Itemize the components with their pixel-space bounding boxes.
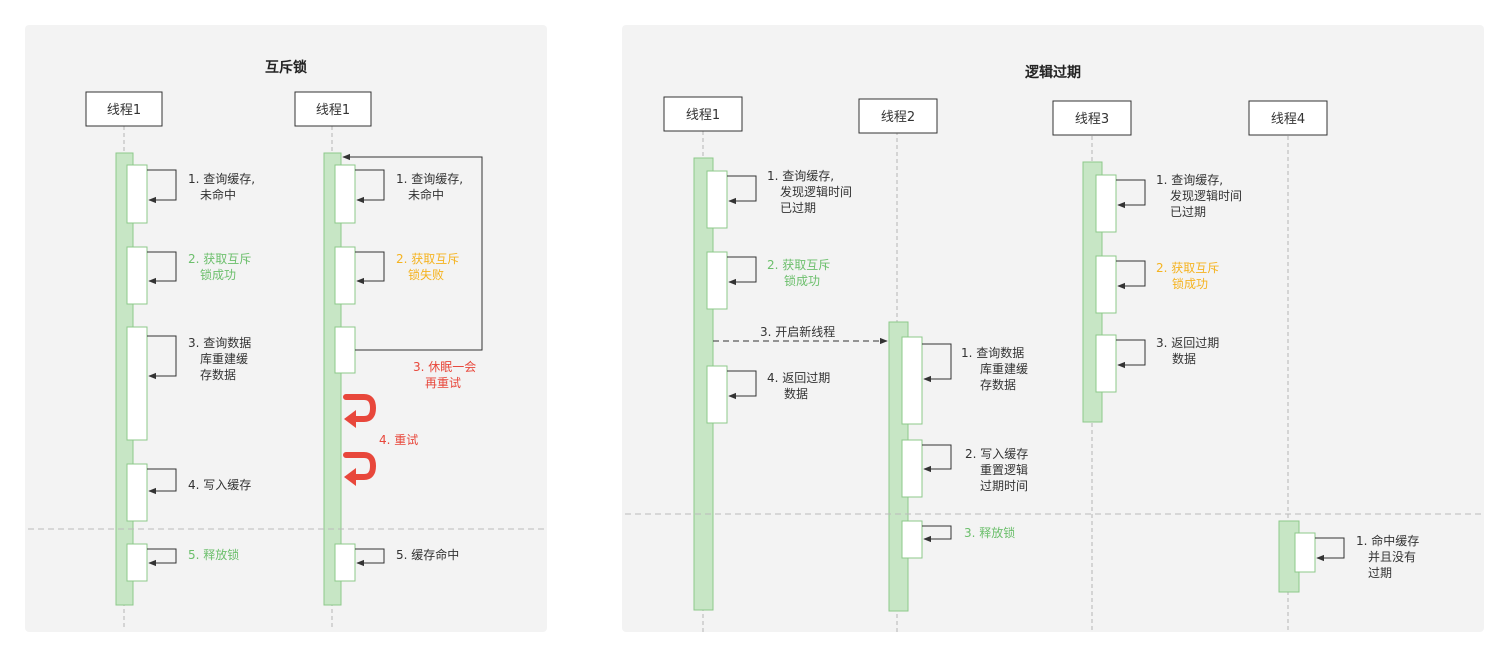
step-label: 3. 开启新线程 [760,324,835,339]
step-label: 2. 写入缓存 重置逻辑 过期时间 [965,447,1032,493]
left-title: 互斥锁 [265,59,307,76]
step-label: 1. 命中缓存 并且没有 过期 [1356,533,1423,580]
step-box [334,246,356,305]
self-arrow [1315,537,1345,562]
step-label: 1. 查询缓存, 未命中 [188,172,259,202]
step-box [1095,174,1117,233]
step-label: 1. 查询缓存, 发现逻辑时间 已过期 [767,169,856,215]
step-box [126,164,148,224]
step-label: 2. 获取互斥 锁成功 [1156,261,1223,291]
step-label: 3. 查询数据 库重建缓 存数据 [188,335,255,382]
step-label: 2. 获取互斥 锁失败 [396,252,463,282]
thread-box: 线程2 [858,98,938,134]
step-box [706,365,728,424]
step-label: 1. 查询数据 库重建缓 存数据 [961,345,1032,392]
thread-box: 线程1 [663,96,743,132]
step-label: 3. 休眠一会 再重试 [413,360,480,390]
step-label: 5. 缓存命中 [396,547,459,562]
self-arrow [922,444,952,473]
step-box [126,543,148,582]
step-box [334,326,356,374]
self-arrow [147,335,177,380]
step-label: 2. 获取互斥 锁成功 [767,258,834,288]
svg-text:线程1: 线程1 [316,103,350,118]
step-label: 4. 写入缓存 [188,478,251,492]
self-arrow [727,256,757,286]
step-box [706,251,728,310]
step-label: 1. 查询缓存, 未命中 [396,172,467,202]
step-label: 4. 返回过期 数据 [767,371,834,401]
self-arrow [147,169,177,204]
thread-box: 线程1 [294,91,372,127]
step-box [1095,334,1117,393]
step-label: 3. 释放锁 [964,525,1015,540]
thread-box: 线程1 [85,91,163,127]
loop-back-arrow [342,153,483,351]
self-arrow [355,548,385,567]
svg-text:线程3: 线程3 [1075,112,1109,127]
left-panel [25,25,547,632]
self-arrow [355,169,385,204]
self-arrow [922,343,952,383]
step-box [334,543,356,582]
step-box [126,246,148,305]
self-arrow [1116,260,1146,290]
step-label: 5. 释放锁 [188,547,239,562]
self-arrow [147,468,177,495]
self-arrow [1116,339,1146,369]
svg-text:线程4: 线程4 [1271,112,1305,127]
retry-icon [343,452,377,486]
self-arrow [147,251,177,285]
step-label: 1. 查询缓存, 发现逻辑时间 已过期 [1156,173,1246,219]
step-label: 2. 获取互斥 锁成功 [188,252,255,282]
step-box [901,336,923,425]
step-box [706,170,728,229]
thread-box: 线程4 [1248,100,1328,136]
retry-icon [343,394,377,428]
step-label: 4. 重试 [379,432,418,447]
self-arrow [1116,179,1146,209]
step-box [126,463,148,522]
self-arrow [147,548,177,567]
step-box [901,520,923,559]
thread-box: 线程3 [1052,100,1132,136]
svg-text:线程1: 线程1 [686,108,720,123]
step-box [1095,255,1117,314]
right-title: 逻辑过期 [1025,64,1081,81]
self-arrow [355,251,385,285]
svg-text:线程1: 线程1 [107,103,141,118]
right-panel [622,25,1484,632]
step-box [126,326,148,441]
step-box [334,164,356,224]
svg-text:线程2: 线程2 [881,110,915,125]
step-box [1294,532,1316,573]
step-label: 3. 返回过期 数据 [1156,336,1223,366]
self-arrow [922,525,952,543]
self-arrow [727,175,757,205]
step-box [901,439,923,498]
self-arrow [727,370,757,400]
